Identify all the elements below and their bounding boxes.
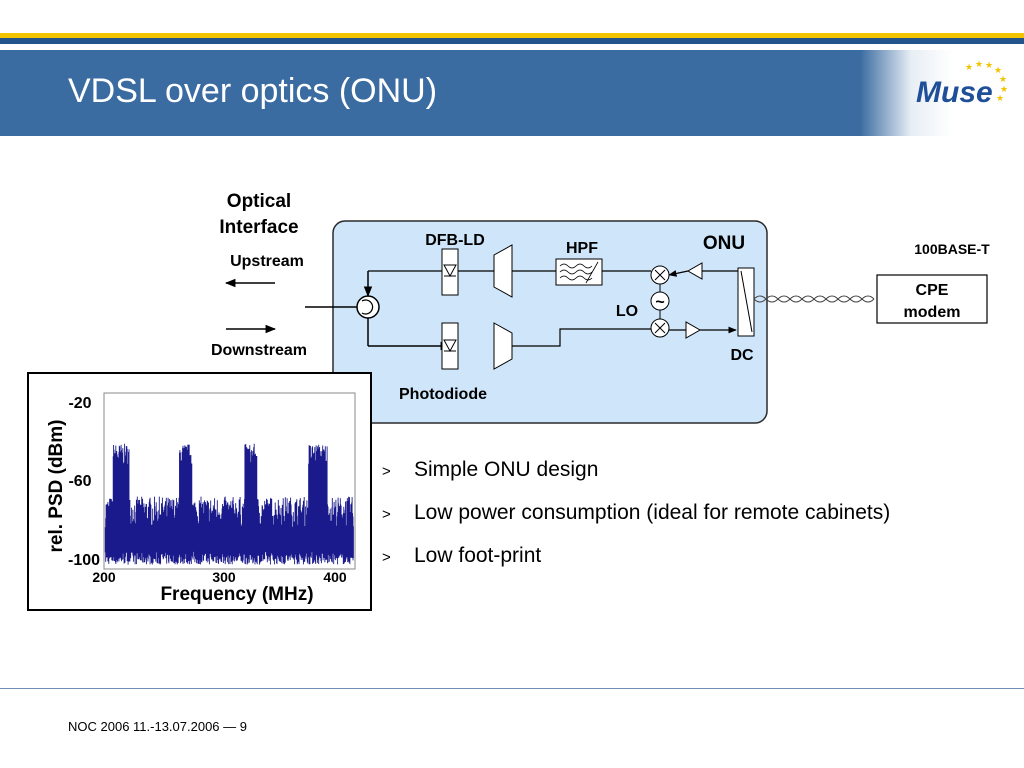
muse-logo: ★ ★ ★ ★ ★ ★ ★ Muse [916, 59, 1008, 109]
header-blue-stripe [0, 38, 1024, 44]
optical-interface-line1: Optical [227, 191, 291, 212]
cpe-label-line1: CPE [916, 282, 949, 299]
bullet-text: Low power consumption (ideal for remote … [414, 501, 891, 524]
photodiode-icon [441, 322, 459, 370]
svg-text:★: ★ [994, 65, 1002, 75]
svg-text:★: ★ [996, 93, 1004, 103]
base-t-label: 100BASE-T [914, 241, 990, 257]
x-tick-label: 200 [92, 569, 116, 585]
receiver-amp-icon [493, 322, 513, 370]
svg-text:★: ★ [999, 74, 1007, 84]
cpe-modem-box [876, 274, 988, 324]
x-tick-label: 300 [212, 569, 236, 585]
psd-chart: -20 -60 -100 200 300 400 Frequency (MHz)… [27, 372, 372, 611]
footer-text: NOC 2006 11.-13.07.2006 — 9 [68, 719, 247, 734]
y-axis-label: rel. PSD (dBm) [46, 419, 67, 552]
upstream-label: Upstream [230, 253, 304, 270]
x-axis-label: Frequency (MHz) [160, 584, 313, 605]
svg-text:★: ★ [965, 62, 973, 72]
optical-interface-line2: Interface [219, 217, 298, 238]
logo-wordmark: Muse [916, 76, 993, 109]
footer-divider [0, 688, 1024, 689]
twisted-pair-cable [753, 295, 875, 303]
x-tick-label: 400 [323, 569, 347, 585]
y-tick-label: -100 [68, 552, 100, 569]
bullet-marker: > [382, 463, 391, 480]
lo-label: LO [616, 303, 638, 320]
dfb-ld-label: DFB-LD [425, 232, 485, 249]
upstream-line-amp-icon [686, 262, 703, 280]
dc-label: DC [730, 347, 754, 364]
svg-text:★: ★ [985, 60, 993, 70]
bullet-item: > Simple ONU design [382, 458, 890, 501]
y-tick-label: -20 [68, 395, 91, 412]
bullet-item: > Low power consumption (ideal for remot… [382, 501, 890, 544]
psd-trace-group [104, 443, 354, 565]
svg-text:★: ★ [975, 59, 983, 69]
psd-trace [104, 443, 354, 565]
hpf-label: HPF [566, 240, 598, 257]
header-band [0, 50, 1024, 136]
bullet-item: > Low foot-print [382, 544, 890, 587]
downstream-label: Downstream [211, 342, 307, 359]
bullet-marker: > [382, 506, 391, 523]
onu-label: ONU [703, 233, 745, 254]
bullet-text: Low foot-print [414, 544, 542, 567]
photodiode-label: Photodiode [399, 386, 487, 403]
y-tick-label: -60 [68, 473, 91, 490]
onu-diagram: Optical Interface Upstream Downstream ON… [211, 191, 990, 424]
hpf-filter-icon [555, 258, 603, 286]
cpe-label-line2: modem [904, 304, 961, 321]
svg-text:★: ★ [1000, 84, 1008, 94]
upstream-driver-amp-icon [493, 244, 513, 298]
dfb-ld-laser-icon [441, 248, 459, 296]
bullet-list: > Simple ONU design > Low power consumpt… [382, 458, 890, 587]
slide-title: VDSL over optics (ONU) [68, 72, 438, 110]
svg-text:~: ~ [655, 294, 664, 311]
logo-stars: ★ ★ ★ ★ ★ ★ ★ [965, 59, 1008, 103]
bullet-text: Simple ONU design [414, 458, 599, 481]
header-yellow-stripe [0, 33, 1024, 38]
bullet-marker: > [382, 549, 391, 566]
